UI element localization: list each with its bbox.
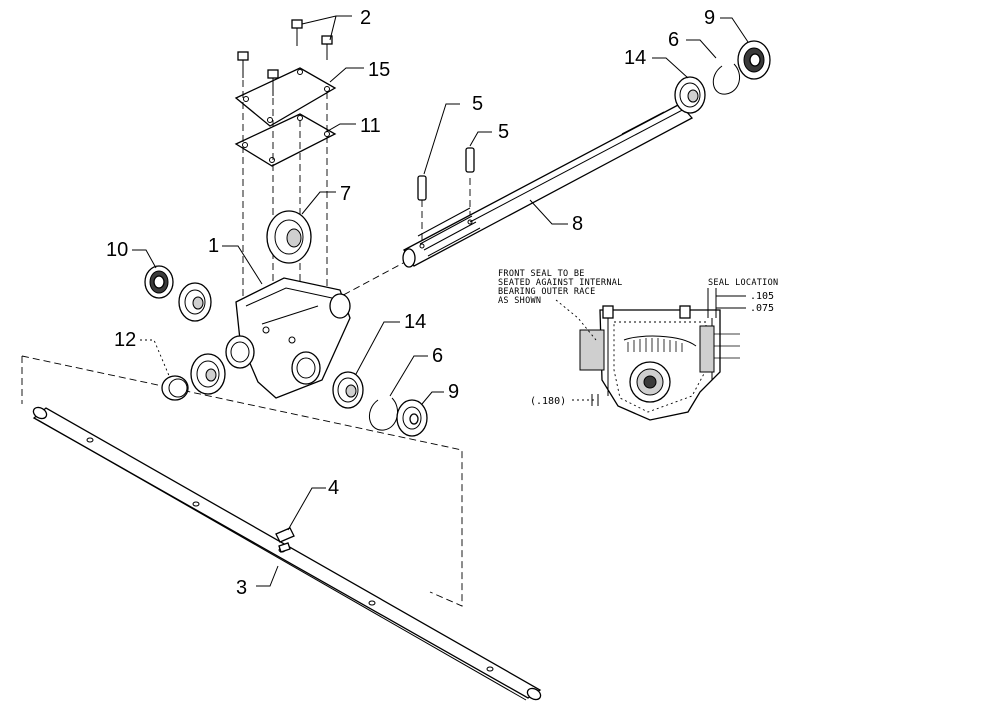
detail-note-line-1: FRONT SEAL TO BE bbox=[498, 269, 585, 279]
worm-shaft-part-8 bbox=[402, 103, 694, 268]
callout-14-lower: 14 bbox=[404, 311, 426, 333]
detail-dimension-lines bbox=[555, 288, 746, 406]
bearing-left-upper bbox=[178, 282, 212, 322]
detail-dim-lower: .075 bbox=[750, 303, 774, 314]
detail-note-line-2: SEATED AGAINST INTERNAL bbox=[498, 278, 623, 288]
seal-part-9-upper bbox=[737, 40, 771, 80]
detail-seal-location-label: SEAL LOCATION bbox=[708, 278, 778, 288]
snap-ring-part-6-lower bbox=[369, 397, 399, 431]
callout-4: 4 bbox=[328, 477, 339, 499]
callout-10: 10 bbox=[106, 239, 128, 261]
callout-7: 7 bbox=[340, 183, 351, 205]
detail-dim-upper: .105 bbox=[750, 291, 774, 302]
callout-6-upper: 6 bbox=[668, 29, 679, 51]
detail-note-line-3: BEARING OUTER RACE bbox=[498, 287, 596, 297]
callout-14-upper: 14 bbox=[624, 47, 646, 69]
callout-1: 1 bbox=[208, 235, 219, 257]
callout-9-lower: 9 bbox=[448, 381, 459, 403]
key-part-4 bbox=[275, 527, 295, 553]
callout-2: 2 bbox=[360, 7, 371, 29]
callout-8: 8 bbox=[572, 213, 583, 235]
callout-3: 3 bbox=[236, 577, 247, 599]
detail-section-view bbox=[579, 305, 740, 421]
bolts-part-2 bbox=[237, 19, 333, 96]
cover-plate-part-15 bbox=[234, 67, 337, 127]
gasket-part-11 bbox=[234, 113, 337, 167]
snap-ring-part-6-upper bbox=[712, 63, 741, 95]
bearing-part-7 bbox=[266, 210, 312, 264]
lower-shaft-part-3 bbox=[32, 406, 542, 701]
callout-leaders bbox=[132, 15, 749, 587]
bearing-part-14-lower bbox=[332, 371, 364, 409]
gearbox-housing-part-1 bbox=[225, 277, 351, 399]
seal-part-10 bbox=[144, 265, 174, 299]
callout-5-a: 5 bbox=[472, 93, 483, 115]
callout-15: 15 bbox=[368, 59, 390, 81]
bearing-part-14-upper bbox=[674, 76, 706, 114]
callout-12: 12 bbox=[114, 329, 136, 351]
assembly-guide-box bbox=[21, 355, 463, 607]
seal-part-9-lower bbox=[396, 399, 428, 437]
callout-9-upper: 9 bbox=[704, 7, 715, 29]
bearing-left-lower bbox=[190, 353, 226, 395]
callout-11: 11 bbox=[360, 115, 381, 137]
detail-note-line-4: AS SHOWN bbox=[498, 296, 541, 306]
callout-6-lower: 6 bbox=[432, 345, 443, 367]
pins-part-5 bbox=[417, 147, 475, 201]
detail-dim-offset: (.180) bbox=[530, 396, 566, 407]
callout-5-b: 5 bbox=[498, 121, 509, 143]
cap-part-12 bbox=[161, 375, 189, 401]
